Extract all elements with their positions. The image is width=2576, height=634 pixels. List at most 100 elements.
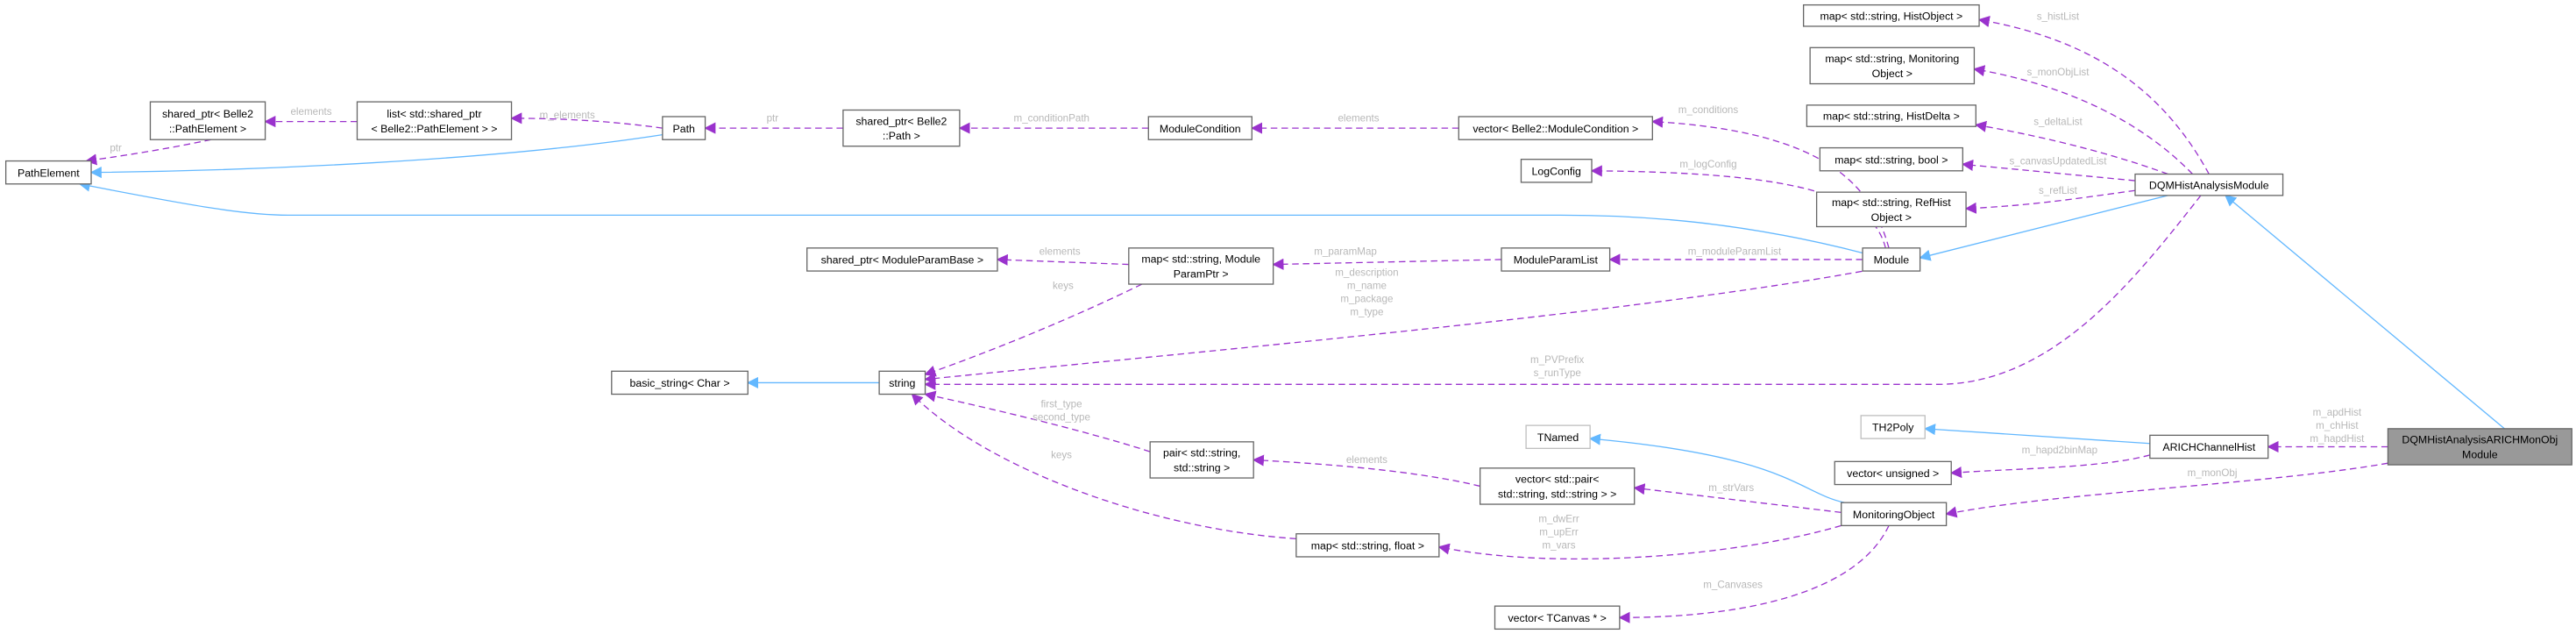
edge-label: m_conditions — [1678, 104, 1739, 116]
node-string[interactable]: string — [878, 370, 926, 395]
node-label: Object > — [1872, 68, 1912, 80]
node-dqm-hist-analysis-module[interactable]: DQMHistAnalysisModule — [2134, 173, 2284, 196]
edge-label: m_hapd2binMap — [2022, 445, 2097, 456]
edge-s-canvas-updated-list — [1962, 159, 2136, 182]
edge-dqm-strings — [924, 195, 2202, 390]
edge-m-elements — [510, 112, 663, 129]
edge-label: m_strVars — [1708, 482, 1754, 494]
edge-arich-inherits-th2poly — [1923, 424, 2150, 445]
node-map-hist-object[interactable]: map< std::string, HistObject > — [1802, 4, 1980, 27]
node-log-config[interactable]: LogConfig — [1520, 159, 1593, 183]
node-vector-tcanvas[interactable]: vector< TCanvas * > — [1494, 605, 1621, 630]
node-label: Module — [2462, 449, 2498, 461]
edge-label: s_runType — [1534, 367, 1581, 379]
edge-label: s_refList — [2039, 185, 2078, 196]
edge-elements-param — [996, 253, 1129, 266]
edge-m-conditions — [1651, 116, 1890, 249]
node-module-condition[interactable]: ModuleCondition — [1147, 116, 1253, 140]
node-map-monitoring-object[interactable]: map< std::string, MonitoringObject > — [1809, 46, 1976, 85]
edge-pair-types — [924, 390, 1151, 452]
node-vector-module-condition[interactable]: vector< Belle2::ModuleCondition > — [1458, 116, 1653, 140]
edge-path-inherits-pathelement — [89, 133, 663, 179]
node-shared-ptr-path-element[interactable]: shared_ptr< Belle2::PathElement > — [149, 101, 266, 140]
edge-elements-pair — [1252, 454, 1480, 488]
edge-label: m_dwErr — [1538, 514, 1579, 525]
node-map-bool[interactable]: map< std::string, bool > — [1819, 146, 1963, 172]
node-th2poly[interactable]: TH2Poly — [1860, 415, 1926, 439]
edge-label: s_histList — [2037, 11, 2080, 22]
node-label: ParamPtr > — [1174, 268, 1229, 281]
node-label: map< std::string, RefHist — [1832, 196, 1951, 209]
node-label: shared_ptr< Belle2 — [162, 108, 253, 120]
edge-label: ptr — [767, 113, 779, 125]
node-map-hist-delta[interactable]: map< std::string, HistDelta > — [1806, 104, 1976, 127]
node-module[interactable]: Module — [1862, 247, 1921, 272]
node-label: TNamed — [1537, 431, 1579, 444]
edge-label: m_description — [1335, 267, 1398, 279]
node-label: vector< Belle2::ModuleCondition > — [1473, 123, 1638, 135]
node-vector-unsigned[interactable]: vector< unsigned > — [1834, 460, 1952, 486]
edge-float-vars — [1437, 524, 1842, 560]
node-map-string-float[interactable]: map< std::string, float > — [1295, 533, 1440, 558]
edge-label: m_name — [1347, 281, 1387, 292]
edge-s-hist-list — [1977, 16, 2210, 175]
edge-monobj-inherits-tnamed — [1588, 433, 1845, 503]
edge-label: m_monObj — [2188, 467, 2238, 479]
node-label: map< std::string, Monitoring — [1825, 53, 1959, 65]
node-label: map< std::string, HistDelta > — [1823, 110, 1960, 123]
node-label: Object > — [1871, 211, 1912, 224]
node-shared-ptr-module-param-base[interactable]: shared_ptr< ModuleParamBase > — [806, 247, 998, 272]
edge-label: s_monObjList — [2026, 67, 2090, 78]
edge-label: m_hapdHist — [2310, 433, 2365, 445]
node-label: TH2Poly — [1872, 422, 1914, 434]
node-module-param-list[interactable]: ModuleParamList — [1501, 247, 1611, 272]
node-label: shared_ptr< ModuleParamBase > — [821, 254, 984, 267]
edge-label: m_upErr — [1539, 527, 1579, 538]
edge-label: keys — [1051, 450, 1072, 461]
edge-label: elements — [1338, 113, 1379, 125]
node-label: ModuleCondition — [1160, 123, 1241, 135]
edge-label: first_type — [1040, 399, 1082, 410]
node-arich-channel-hist[interactable]: ARICHChannelHist — [2149, 434, 2269, 459]
node-list-shared-ptr[interactable]: list< std::shared_ptr< Belle2::PathEleme… — [356, 101, 513, 140]
edge-label: elements — [1346, 454, 1387, 466]
node-label: std::string, std::string > > — [1498, 488, 1616, 501]
node-label: map< std::string, bool > — [1834, 153, 1948, 166]
node-label: pair< std::string, — [1163, 447, 1240, 459]
edge-label: ptr — [110, 142, 122, 153]
edge-label: m_chHist — [2316, 420, 2359, 431]
node-path[interactable]: Path — [662, 116, 706, 140]
node-vector-pair[interactable]: vector< std::pair<std::string, std::stri… — [1479, 467, 1636, 505]
node-basic-string[interactable]: basic_string< Char > — [611, 370, 749, 395]
edge-label: m_apdHist — [2313, 407, 2362, 418]
edge-m-canvases — [1618, 525, 1890, 623]
node-shared-ptr-path[interactable]: shared_ptr< Belle2::Path > — [842, 109, 961, 147]
node-label: DQMHistAnalysisModule — [2149, 179, 2269, 191]
edge-label: s_canvasUpdatedList — [2009, 155, 2107, 167]
node-label: vector< TCanvas * > — [1508, 612, 1606, 624]
node-label: basic_string< Char > — [630, 377, 730, 389]
edge-labels: ptr elements m_elements ptr m_conditionP… — [110, 11, 2365, 590]
node-monitoring-object[interactable]: MonitoringObject — [1841, 502, 1948, 527]
edge-s-ref-list — [1964, 189, 2136, 214]
edge-label: m_paramMap — [1314, 246, 1377, 257]
edge-label: m_package — [1340, 294, 1393, 305]
edge-keys-param — [924, 283, 1143, 377]
edge-arich-inherits-dqm — [2225, 195, 2505, 430]
node-label: MonitoringObject — [1853, 509, 1935, 521]
node-label: ::Path > — [883, 130, 920, 142]
node-path-element[interactable]: PathElement — [4, 160, 92, 185]
edge-s-mon-obj-list — [1973, 65, 2194, 175]
edge-label: m_conditionPath — [1014, 113, 1089, 125]
edge-dqm-inherits-module — [1919, 195, 2168, 261]
node-tnamed[interactable]: TNamed — [1525, 424, 1591, 450]
node-pair-string[interactable]: pair< std::string,std::string > — [1149, 441, 1254, 479]
edge-m-hapd2bin-map — [1949, 454, 2151, 479]
edge-label: m_elements — [540, 110, 595, 121]
node-label: Path — [672, 123, 695, 135]
node-label: ModuleParamList — [1514, 254, 1599, 267]
node-label: vector< std::pair< — [1515, 474, 1600, 486]
